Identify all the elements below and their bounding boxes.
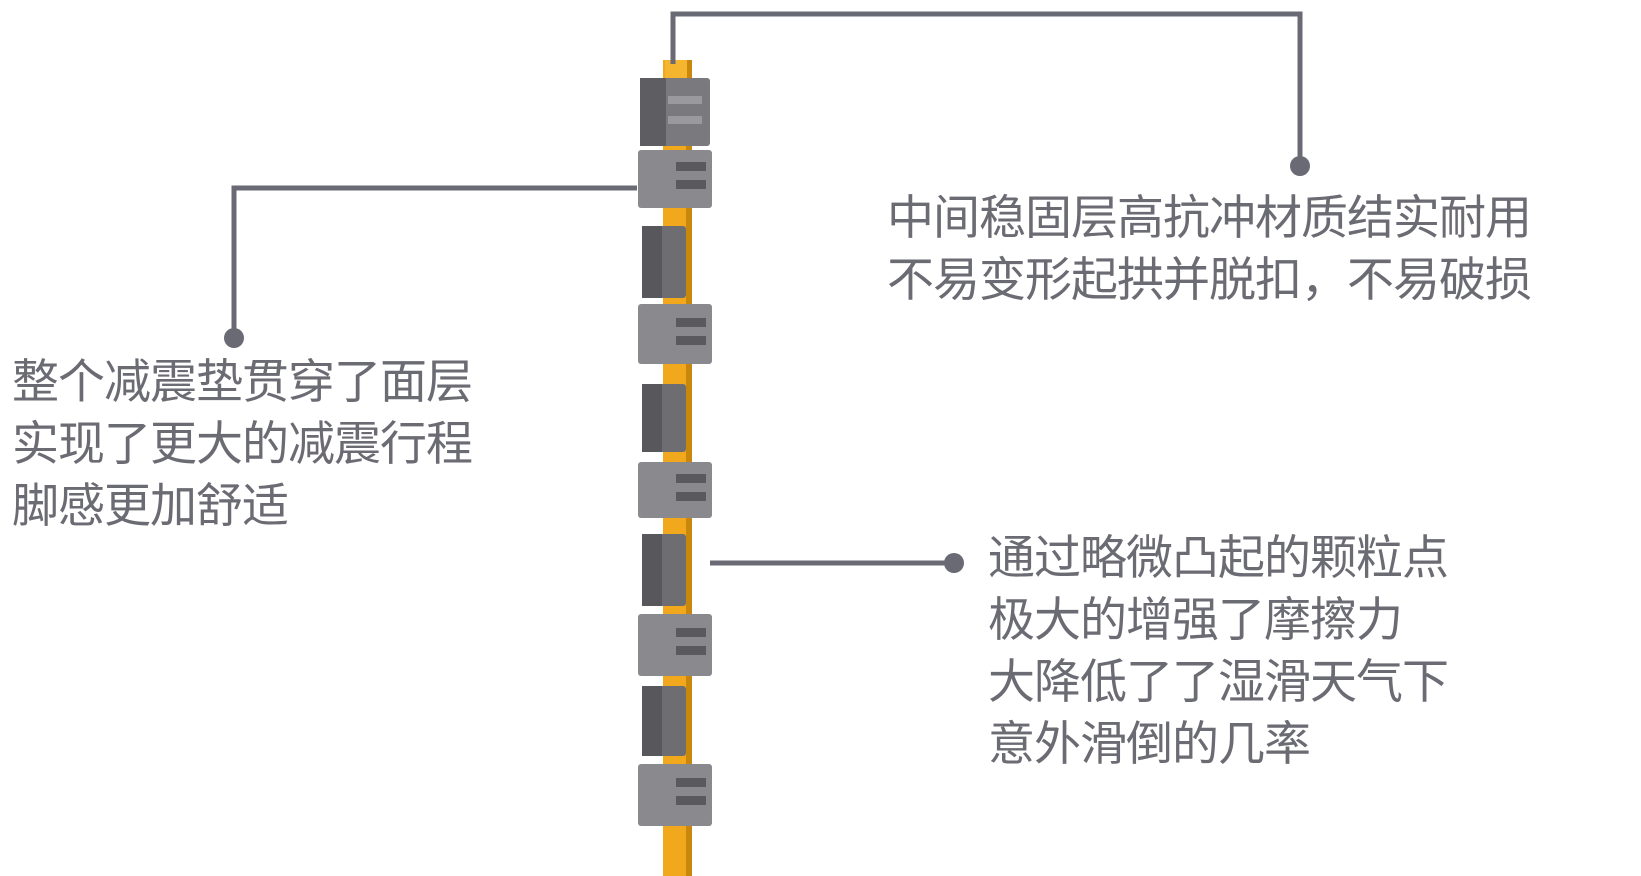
callout-line: 极大的增强了摩擦力 [988, 593, 1403, 648]
leader-line-top-right [670, 11, 1310, 176]
tile-block [642, 384, 686, 452]
callout-left-text: 整个减震垫贯穿了面层 实现了更大的减震行程 脚感更加舒适 [12, 352, 473, 538]
callout-line: 不易变形起拱并脱扣，不易破损 [887, 253, 1532, 308]
leader-line-left [224, 185, 637, 348]
callout-line: 实现了更大的减震行程 [12, 417, 473, 472]
tile-block [640, 78, 710, 146]
callout-line: 意外滑倒的几率 [988, 717, 1311, 772]
tile-block [642, 686, 686, 756]
tile-surface-layer [638, 78, 712, 826]
leader-dot-left [224, 328, 244, 348]
leader-line-bottom-right [710, 553, 964, 573]
tile-block [642, 226, 686, 298]
callout-line: 通过略微凸起的颗粒点 [988, 531, 1449, 586]
callout-line: 脚感更加舒适 [12, 479, 289, 534]
tile-block [638, 764, 712, 826]
tile-block [638, 462, 712, 518]
leader-dot-top-right [1290, 156, 1310, 176]
tile-block [638, 304, 712, 364]
callout-bottom-right-text: 通过略微凸起的颗粒点 极大的增强了摩擦力 大降低了了湿滑天气下 意外滑倒的几率 [988, 528, 1449, 776]
tile-block [642, 534, 686, 606]
leader-dot-bottom-right [944, 553, 964, 573]
tile-block [638, 150, 712, 208]
callout-line: 中间稳固层高抗冲材质结实耐用 [887, 191, 1532, 246]
callout-line: 大降低了了湿滑天气下 [988, 655, 1449, 710]
callout-top-right-text: 中间稳固层高抗冲材质结实耐用 不易变形起拱并脱扣，不易破损 [887, 188, 1532, 312]
tile-block [638, 614, 712, 676]
callout-line: 整个减震垫贯穿了面层 [12, 355, 473, 410]
